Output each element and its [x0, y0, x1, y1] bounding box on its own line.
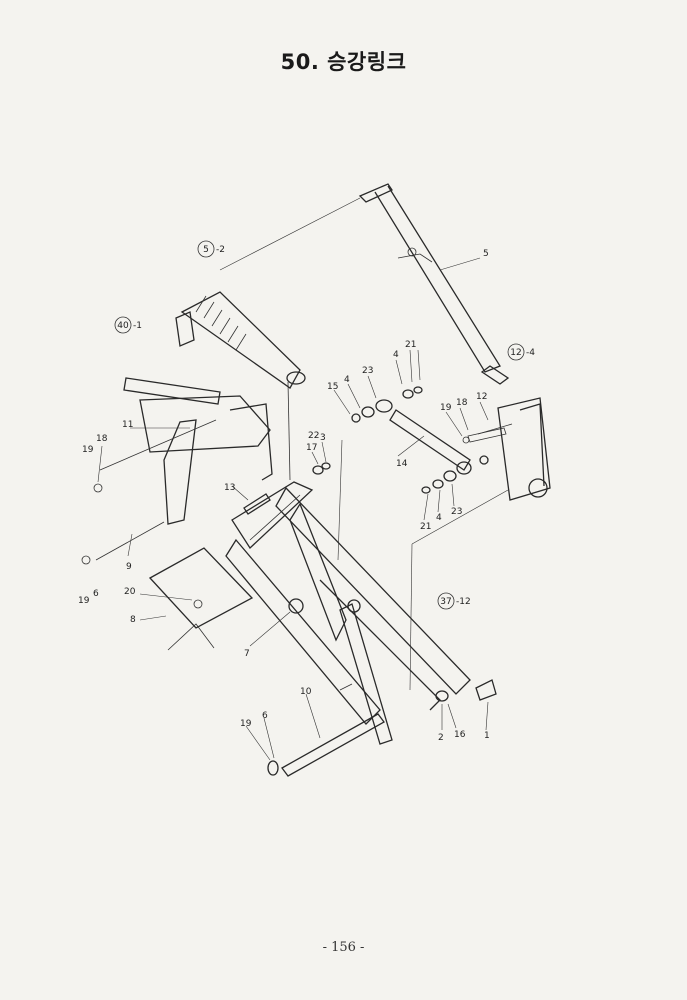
callout-c3-number: 12	[510, 348, 521, 358]
callout-c1-suffix: -2	[216, 245, 225, 255]
part-label: 11	[122, 420, 133, 430]
part-label: 4	[436, 513, 442, 523]
part-label: 4	[393, 350, 399, 360]
callout-5-2: 5 -2	[197, 240, 225, 258]
part-label: 23	[362, 366, 373, 376]
part-label: 21	[405, 340, 416, 350]
part-label: 19	[440, 403, 452, 413]
callout-c2-number: 40	[117, 321, 129, 331]
left-frame	[81, 377, 273, 565]
part-label: 22	[308, 431, 319, 441]
part-label: 18	[456, 398, 468, 408]
part-label: 19	[240, 719, 252, 729]
part-label: 5	[483, 249, 489, 259]
part-label: 23	[451, 507, 462, 517]
upper-link-rod	[358, 183, 510, 385]
hardware-parts	[243, 436, 497, 702]
part-label: 18	[96, 434, 108, 444]
lower-shaft	[267, 713, 385, 777]
part-label: 7	[244, 649, 250, 659]
part-label: 13	[224, 483, 235, 493]
part-label: 21	[420, 522, 431, 532]
page-title: 50. 승강링크	[280, 50, 407, 74]
part-label: 10	[300, 687, 312, 697]
part-label: 16	[454, 730, 466, 740]
lift-cylinder	[175, 291, 306, 481]
part-label: 6	[93, 589, 99, 599]
callout-37-12: 37 -12	[437, 592, 471, 610]
part-label: 14	[396, 459, 408, 469]
part-labels: 5 4 21 23 15 4 19 18 12 22 17 3 14 13 11…	[78, 249, 490, 761]
callout-c3-suffix: -4	[526, 348, 535, 358]
page-number: - 156 -	[322, 940, 365, 955]
callout-c4-number: 37	[440, 597, 451, 607]
callout-12-4: 12 -4	[507, 343, 535, 361]
part-label: 8	[130, 615, 136, 625]
base-plate	[148, 547, 254, 651]
part-label: 19	[82, 445, 94, 455]
right-bracket	[467, 397, 551, 501]
part-label: 2	[438, 733, 444, 743]
part-label: 15	[327, 382, 338, 392]
callout-40-1: 40 -1	[114, 316, 142, 334]
part-label: 19	[78, 596, 90, 606]
part-label: 20	[124, 587, 136, 597]
part-label: 17	[306, 443, 317, 453]
part-label: 12	[476, 392, 487, 402]
callout-c2-suffix: -1	[133, 321, 142, 331]
part-label: 9	[126, 562, 132, 572]
lower-link-frame	[225, 481, 471, 745]
cross-shaft	[351, 386, 489, 494]
part-label: 1	[484, 731, 490, 741]
guide-lines	[219, 197, 509, 691]
part-label: 6	[262, 711, 268, 721]
callout-c1-number: 5	[203, 245, 209, 255]
callout-c4-suffix: -12	[456, 597, 471, 607]
part-label: 3	[320, 433, 326, 443]
part-label: 4	[344, 375, 350, 385]
